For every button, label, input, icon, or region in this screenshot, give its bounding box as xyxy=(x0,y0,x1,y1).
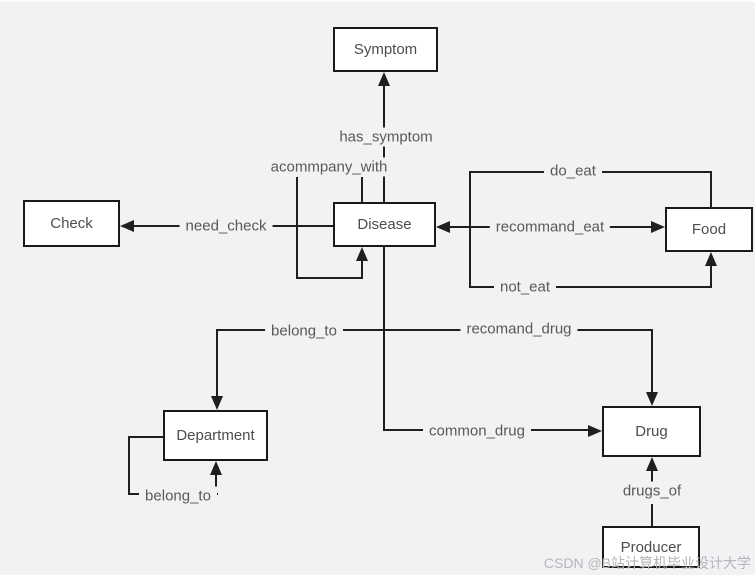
edge-line xyxy=(128,436,130,495)
edge-line xyxy=(469,172,471,287)
arrowhead-icon xyxy=(705,252,717,266)
node-producer: Producer xyxy=(602,526,700,568)
edge-line xyxy=(361,259,363,278)
edge-line xyxy=(651,504,653,527)
edge-label-do-eat: do_eat xyxy=(544,161,602,181)
top-strip xyxy=(0,0,755,2)
edge-line xyxy=(128,436,166,438)
node-drug: Drug xyxy=(602,406,701,457)
edge-line xyxy=(216,330,218,397)
edge-line xyxy=(296,277,363,279)
arrowhead-icon xyxy=(356,247,368,261)
arrowhead-icon xyxy=(210,461,222,475)
edge-label-belong-to-bottom: belong_to xyxy=(139,486,217,506)
edge-label-acommpany-with: acommpany_with xyxy=(264,157,394,177)
edge-label-belong-to-top: belong_to xyxy=(265,321,343,341)
edge-line xyxy=(296,177,298,279)
arrowhead-icon xyxy=(436,221,450,233)
arrowhead-icon xyxy=(120,220,134,232)
edge-label-has-symptom: has_symptom xyxy=(333,127,439,147)
edge-line xyxy=(651,330,653,393)
arrowhead-icon xyxy=(646,457,658,471)
watermark: CSDN @B站计算机毕业设计大学 xyxy=(543,555,751,571)
edge-label-not-eat: not_eat xyxy=(493,277,557,297)
edge-label-need-check: need_check xyxy=(179,216,273,236)
edge-line xyxy=(651,470,653,484)
edge-line xyxy=(361,177,363,203)
node-food: Food xyxy=(665,207,753,252)
arrowhead-icon xyxy=(211,396,223,410)
node-check: Check xyxy=(23,200,120,247)
edge-line xyxy=(215,474,217,494)
arrowhead-icon xyxy=(651,221,665,233)
edge-label-common-drug: common_drug xyxy=(423,421,531,441)
edge-line xyxy=(710,264,712,287)
edge-line xyxy=(710,171,712,208)
edge-label-recomand-drug: recomand_drug xyxy=(460,319,578,339)
edge-line xyxy=(383,247,385,431)
edge-line xyxy=(216,329,653,331)
edge-label-drugs-of: drugs_of xyxy=(616,481,688,501)
node-disease: Disease xyxy=(333,202,436,247)
node-department: Department xyxy=(163,410,268,461)
arrowhead-icon xyxy=(646,392,658,406)
arrowhead-icon xyxy=(378,72,390,86)
arrowhead-icon xyxy=(588,425,602,437)
edge-line xyxy=(469,286,712,288)
node-symptom: Symptom xyxy=(333,27,438,72)
edge-label-recommand-eat: recommand_eat xyxy=(489,217,611,237)
